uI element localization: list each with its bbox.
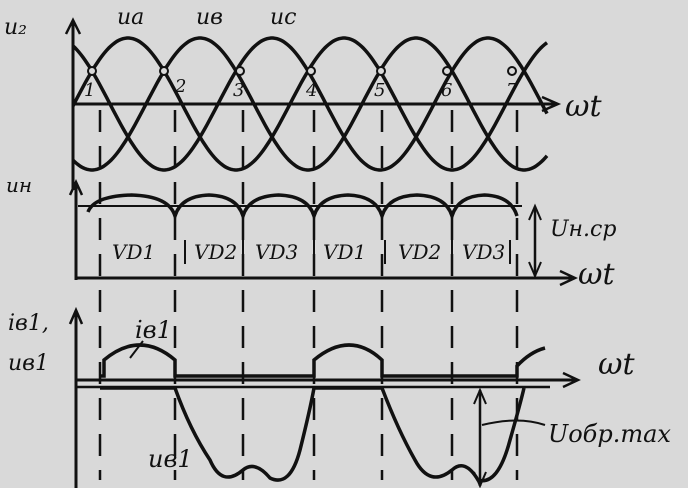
x-axis-bot-arrow: [562, 371, 581, 389]
guide-lines: [98, 110, 519, 480]
average-dimension-arrow-down: [528, 261, 542, 279]
crossing-point-1: [87, 66, 97, 76]
y-label-top: u₂: [4, 15, 27, 40]
phase-label-a: ua: [117, 5, 144, 30]
load-voltage-waveform: [86, 193, 519, 223]
crossing-point-3: [235, 66, 245, 76]
panel-diode-waveforms: iв1, uв1 ωt iв1 uв1 Uобр.max: [8, 306, 671, 488]
segment-label-vd2-a: VD2: [194, 240, 237, 264]
current-label-leader: [129, 340, 144, 359]
current-curve-label: iв1: [135, 316, 172, 344]
crossing-label-4: 4: [305, 80, 317, 101]
y-axis-top-arrow: [64, 17, 82, 35]
crossing-point-6: [442, 66, 452, 76]
x-label-bot: ωt: [598, 347, 635, 382]
segment-label-vd3-a: VD3: [255, 240, 298, 264]
x-axis-top-arrow: [541, 95, 562, 113]
segment-label-vd3-b: VD3: [462, 240, 505, 264]
crossing-label-6: 6: [441, 80, 452, 101]
voltage-curve-label: uв1: [148, 445, 193, 473]
crossing-label-3: 3: [233, 80, 244, 101]
y-label-current: iв1,: [8, 311, 49, 336]
crossing-point-5: [376, 66, 386, 76]
segment-label-vd2-b: VD2: [398, 240, 441, 264]
crossing-label-7: 7: [506, 80, 518, 101]
x-label-top: ωt: [565, 89, 602, 124]
crossing-point-2: [159, 66, 169, 76]
phase-label-c: uc: [270, 5, 297, 30]
crossing-point-7: [507, 66, 517, 76]
reverse-max-leader: [481, 419, 546, 426]
y-axis-mid-arrow: [68, 179, 84, 196]
segment-label-vd1-b: VD1: [323, 240, 366, 264]
x-axis-mid-arrow: [559, 269, 578, 287]
reverse-max-arrow-up: [473, 387, 487, 405]
panel-phase-voltages: u₂ ωt ua uв uc 1 2 3 4 5 6 7: [4, 5, 602, 190]
reverse-max-arrow-down: [473, 471, 487, 488]
diode-current-waveform: [100, 343, 546, 378]
phase-b-waveform: [71, 36, 549, 172]
crossing-points: [87, 66, 517, 76]
crossing-label-5: 5: [374, 80, 385, 101]
reverse-max-label: Uобр.max: [548, 420, 671, 448]
segment-label-vd1-a: VD1: [112, 240, 155, 264]
crossing-point-4: [306, 66, 316, 76]
y-axis-bot-arrow: [68, 306, 84, 325]
average-dimension-arrow-up: [528, 203, 542, 221]
phase-label-b: uв: [196, 5, 223, 30]
average-voltage-label: Uн.ср: [550, 217, 616, 242]
crossing-label-2: 2: [174, 76, 186, 97]
crossing-label-1: 1: [84, 80, 95, 101]
diode-voltage-waveform: [100, 386, 526, 483]
x-label-mid: ωt: [578, 257, 615, 292]
y-label-voltage: uв1: [8, 351, 49, 376]
panel-load-voltage: uн ωt Uн.ср VD1 VD2 VD3 VD1 VD2 VD3: [6, 173, 616, 292]
y-label-mid: uн: [6, 173, 32, 197]
